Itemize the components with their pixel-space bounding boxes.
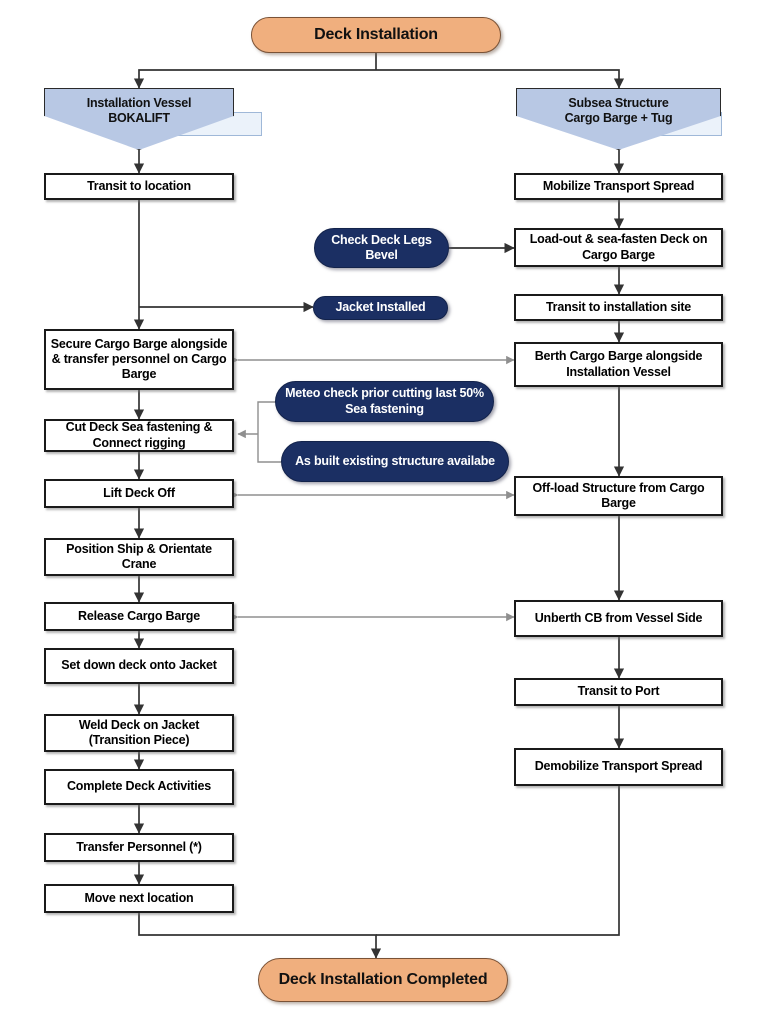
callout-label: Check Deck Legs Bevel xyxy=(331,232,432,262)
node-label: Cut Deck Sea fastening & Connect rigging xyxy=(65,420,213,450)
node-unberth-cb-from-vessel-side[interactable]: Unberth CB from Vessel Side xyxy=(514,600,723,637)
node-label: Release Cargo Barge xyxy=(78,608,200,623)
node-label: Load-out & sea-fasten Deck on Cargo Barg… xyxy=(529,232,708,262)
node-load-out-sea-fasten[interactable]: Load-out & sea-fasten Deck on Cargo Barg… xyxy=(514,228,723,267)
end-terminator[interactable]: Deck Installation Completed xyxy=(258,958,508,1002)
callout-label: As built existing structure availabe xyxy=(295,453,495,468)
callout-label: Meteo check prior cutting last 50% Sea f… xyxy=(285,386,484,416)
node-lift-deck-off[interactable]: Lift Deck Off xyxy=(44,479,234,508)
node-label: Complete Deck Activities xyxy=(66,779,212,794)
node-label: Transit to installation site xyxy=(545,299,692,314)
node-release-cargo-barge[interactable]: Release Cargo Barge xyxy=(44,602,234,631)
lane-left-line1: Installation Vessel xyxy=(86,96,192,110)
node-label: Off-load Structure from Cargo Barge xyxy=(532,480,705,510)
node-move-next-location[interactable]: Move next location xyxy=(44,884,234,913)
node-off-load-structure[interactable]: Off-load Structure from Cargo Barge xyxy=(514,476,723,516)
callout-jacket-installed[interactable]: Jacket Installed xyxy=(313,296,448,320)
node-complete-deck-activities[interactable]: Complete Deck Activities xyxy=(44,769,234,805)
node-demobilize-transport-spread[interactable]: Demobilize Transport Spread xyxy=(514,748,723,786)
node-set-down-deck-onto-jacket[interactable]: Set down deck onto Jacket xyxy=(44,648,234,684)
node-transfer-personnel[interactable]: Transfer Personnel (*) xyxy=(44,833,234,862)
lane-right-line1: Subsea Structure xyxy=(568,96,669,110)
lane-header-installation-vessel[interactable]: Installation Vessel BOKALIFT xyxy=(44,88,234,150)
start-label: Deck Installation xyxy=(314,26,438,44)
node-label: Unberth CB from Vessel Side xyxy=(534,610,703,625)
callout-label: Jacket Installed xyxy=(335,300,426,315)
node-label: Position Ship & Orientate Crane xyxy=(66,541,212,571)
start-terminator[interactable]: Deck Installation xyxy=(251,17,501,53)
node-transit-to-location[interactable]: Transit to location xyxy=(44,173,234,200)
node-secure-cargo-barge[interactable]: Secure Cargo Barge alongside & transfer … xyxy=(44,329,234,390)
node-weld-deck-on-jacket[interactable]: Weld Deck on Jacket (Transition Piece) xyxy=(44,714,234,752)
node-cut-deck-sea-fastening[interactable]: Cut Deck Sea fastening & Connect rigging xyxy=(44,419,234,452)
node-label: Lift Deck Off xyxy=(103,485,175,500)
end-label: Deck Installation Completed xyxy=(278,971,488,989)
lane-left-label: Installation Vessel BOKALIFT xyxy=(45,96,233,127)
lane-header-subsea-structure[interactable]: Subsea Structure Cargo Barge + Tug xyxy=(516,88,721,150)
callout-check-deck-legs-bevel[interactable]: Check Deck Legs Bevel xyxy=(314,228,449,268)
node-transit-to-port[interactable]: Transit to Port xyxy=(514,678,723,706)
node-label: Transit to Port xyxy=(577,684,660,699)
lane-left-line2: BOKALIFT xyxy=(108,111,170,126)
node-berth-cargo-barge[interactable]: Berth Cargo Barge alongside Installation… xyxy=(514,342,723,387)
node-label: Demobilize Transport Spread xyxy=(534,759,703,774)
callout-as-built-existing-structure[interactable]: As built existing structure availabe xyxy=(281,441,509,482)
lane-right-label: Subsea Structure Cargo Barge + Tug xyxy=(517,96,720,127)
node-label: Transit to location xyxy=(87,178,191,193)
node-label: Set down deck onto Jacket xyxy=(61,658,217,673)
edge-group-callout-tether xyxy=(237,401,281,463)
node-position-ship-orientate-crane[interactable]: Position Ship & Orientate Crane xyxy=(44,538,234,576)
callout-meteo-check[interactable]: Meteo check prior cutting last 50% Sea f… xyxy=(275,381,494,422)
node-label: Weld Deck on Jacket (Transition Piece) xyxy=(78,717,200,747)
node-label: Berth Cargo Barge alongside Installation… xyxy=(534,349,703,379)
node-mobilize-transport-spread[interactable]: Mobilize Transport Spread xyxy=(514,173,723,200)
node-label: Move next location xyxy=(84,890,194,905)
lane-right-line2: Cargo Barge + Tug xyxy=(564,111,673,126)
node-transit-to-installation-site[interactable]: Transit to installation site xyxy=(514,294,723,321)
node-label: Transfer Personnel (*) xyxy=(76,839,202,854)
node-label: Secure Cargo Barge alongside & transfer … xyxy=(50,336,228,382)
node-label: Mobilize Transport Spread xyxy=(542,178,695,193)
